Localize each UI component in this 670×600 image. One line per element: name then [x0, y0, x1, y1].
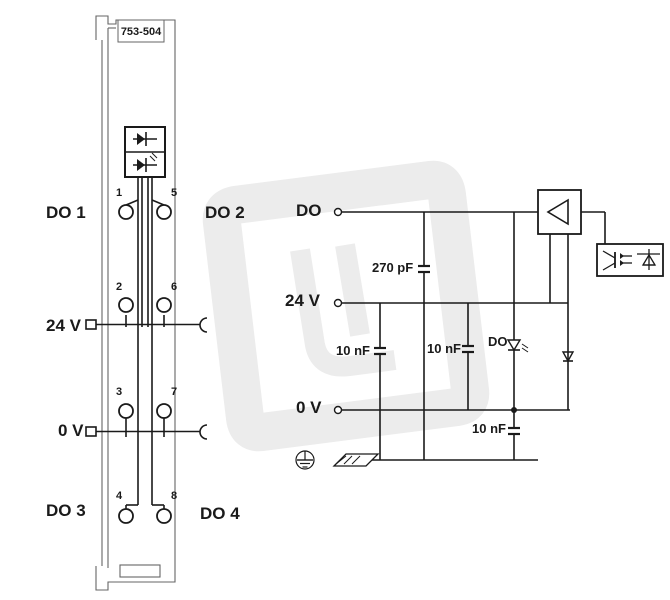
module-0v-label: 0 V	[58, 421, 84, 440]
signal-label-do3: DO 3	[46, 501, 86, 520]
watermark-logo	[202, 160, 490, 452]
cap-10nf-mid-label: 10 nF	[427, 341, 461, 356]
module-24v-label: 24 V	[46, 316, 82, 335]
cap-270pf-label: 270 pF	[372, 260, 413, 275]
driver-block	[537, 189, 582, 235]
signal-label-do1: DO 1	[46, 203, 86, 222]
part-number-text: 753-504	[121, 26, 162, 38]
din-rail-icon	[332, 453, 380, 467]
cap-10nf-bottom-label: 10 nF	[472, 421, 506, 436]
terminal-number-4: 4	[116, 490, 123, 502]
led-label: DO	[488, 334, 508, 349]
terminal-6	[156, 297, 172, 313]
schematic-24v-label: 24 V	[285, 291, 321, 310]
module-wires	[125, 177, 165, 510]
schematic-0v-label: 0 V	[296, 398, 322, 417]
signal-label-do4: DO 4	[200, 504, 240, 523]
cap-10nf-left-label: 10 nF	[336, 343, 370, 358]
terminal-7	[156, 403, 172, 419]
terminal-5	[156, 204, 172, 220]
signal-label-do2: DO 2	[205, 203, 245, 222]
terminal-circles	[118, 204, 172, 524]
schematic-do-label: DO	[296, 201, 322, 220]
opto-block	[596, 243, 664, 277]
part-number-label: 753-504	[117, 19, 165, 43]
terminal-2	[118, 297, 134, 313]
terminal-number-7: 7	[171, 386, 177, 398]
terminal-number-6: 6	[171, 281, 177, 293]
terminal-number-1: 1	[116, 187, 122, 199]
earth-ground-icon	[295, 450, 315, 470]
terminal-number-2: 2	[116, 281, 122, 293]
terminal-3	[118, 403, 134, 419]
terminal-1	[118, 204, 134, 220]
terminal-number-8: 8	[171, 490, 177, 502]
terminal-4	[118, 508, 134, 524]
terminal-number-3: 3	[116, 386, 122, 398]
optocoupler-icon	[124, 126, 166, 178]
terminal-number-5: 5	[171, 187, 177, 199]
schematic: DO 24 V 0 V 270 pF	[285, 189, 664, 470]
module-power-rails: 24 V 0 V	[46, 316, 208, 440]
terminal-8	[156, 508, 172, 524]
